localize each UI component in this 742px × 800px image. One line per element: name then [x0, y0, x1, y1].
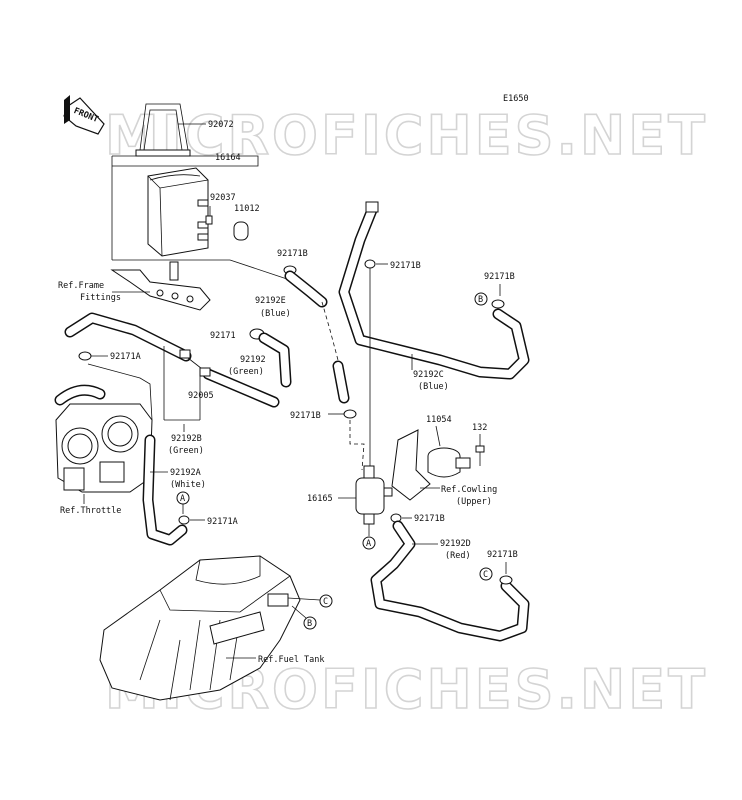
svg-text:A: A: [366, 539, 371, 549]
label-92192-color: (Green): [228, 367, 264, 377]
label-92171B-right: 92171B: [484, 272, 515, 282]
label-ref-fuel-tank: Ref.Fuel Tank: [258, 655, 325, 665]
label-92192D: 92192D: [440, 539, 471, 549]
clamp-92171A-left: [78, 351, 92, 361]
label-92037: 92037: [210, 193, 236, 203]
label-ref-cowling: Ref.Cowling: [441, 485, 497, 495]
label-ref-throttle: Ref.Throttle: [60, 506, 121, 516]
fuel-filter-16165: [355, 465, 393, 525]
label-ref-cowling-upper: (Upper): [456, 497, 492, 507]
label-ref-frame: Ref.Frame: [58, 281, 104, 291]
connector-A-left: A: [176, 491, 190, 505]
clamp-92171B-lower-right: [499, 575, 513, 585]
label-frame-fittings: Fittings: [80, 293, 121, 303]
svg-text:B: B: [307, 619, 312, 629]
bolt-132: [475, 445, 485, 466]
throttle-body: [54, 384, 153, 493]
cowling-bracket: [391, 429, 471, 501]
connector-A-filter: A: [362, 536, 376, 550]
label-92171: 92171: [210, 331, 236, 341]
label-92171B-top: 92171B: [390, 261, 421, 271]
label-92192: 92192: [240, 355, 266, 365]
clamp-92171B-mid: [343, 409, 357, 419]
hose-92192C: [338, 204, 530, 380]
canister-16164: [147, 167, 209, 257]
clamp-92171B-right: [491, 299, 505, 309]
label-92171A-lower: 92171A: [207, 517, 238, 527]
label-132: 132: [472, 423, 487, 433]
label-92192C: 92192C: [413, 370, 444, 380]
label-92192B: 92192B: [171, 434, 202, 444]
label-92192C-color: (Blue): [418, 382, 449, 392]
label-11054: 11054: [426, 415, 452, 425]
label-92192E-color: (Blue): [260, 309, 291, 319]
label-92072: 92072: [208, 120, 234, 130]
clamp-92171A-lower: [178, 515, 190, 525]
label-92171B-filter: 92171B: [414, 514, 445, 524]
cap-11012: [233, 221, 249, 241]
connector-C-tank: C: [319, 594, 333, 608]
clamp-92171B-top: [364, 259, 376, 269]
label-92192D-color: (Red): [445, 551, 471, 561]
label-92171A-left: 92171A: [110, 352, 141, 362]
label-92192B-color: (Green): [168, 446, 204, 456]
label-11012: 11012: [234, 204, 260, 214]
svg-text:C: C: [323, 597, 328, 607]
front-arrow-icon: FRONT: [63, 95, 105, 135]
connector-B-tank: B: [303, 616, 317, 630]
svg-text:B: B: [478, 295, 483, 305]
connector-B-right: B: [474, 292, 488, 306]
svg-text:A: A: [180, 494, 185, 504]
label-92005: 92005: [188, 391, 214, 401]
label-92171B-upper: 92171B: [277, 249, 308, 259]
clip-92037: [205, 215, 213, 225]
label-16165: 16165: [307, 494, 333, 504]
frame-fittings-bracket: [110, 261, 211, 311]
watermark-top: MICROFICHES.NET: [105, 104, 708, 167]
label-92192A-color: (White): [170, 480, 206, 490]
label-92171B-lower-right: 92171B: [487, 550, 518, 560]
label-92171B-mid: 92171B: [290, 411, 321, 421]
label-92192E: 92192E: [255, 296, 286, 306]
label-16164: 16164: [215, 153, 241, 163]
connector-C-right: C: [479, 567, 493, 581]
fuel-tank: [99, 555, 301, 701]
label-92192A: 92192A: [170, 468, 201, 478]
diagram-code: E1650: [503, 94, 529, 104]
svg-text:C: C: [483, 570, 488, 580]
